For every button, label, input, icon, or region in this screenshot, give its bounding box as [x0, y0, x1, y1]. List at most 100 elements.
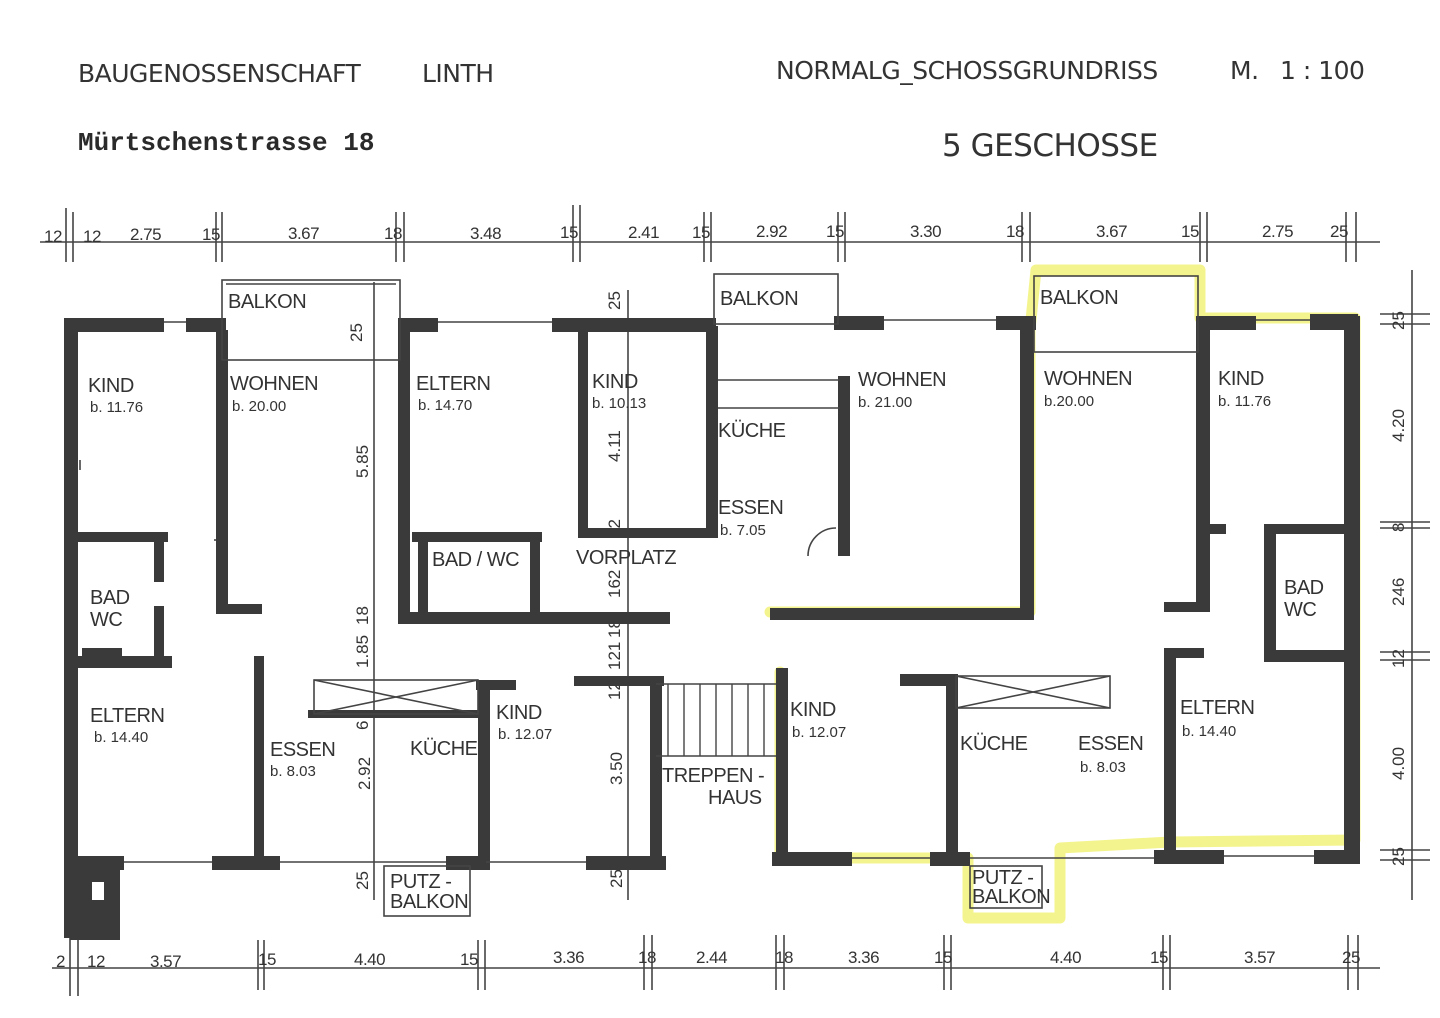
top-dim-7: 3.48: [470, 224, 501, 243]
bottom-dim-16: 25: [1342, 948, 1360, 967]
room-treppenhaus-2: HAUS: [708, 787, 762, 809]
right-dim-7: 25: [1389, 847, 1408, 866]
bottom-dim-14: 15: [1150, 948, 1168, 967]
top-dim-10: 15: [692, 223, 710, 242]
room-essen-mid: ESSEN: [718, 497, 783, 519]
top-dim-15: 3.67: [1096, 222, 1127, 241]
top-dim-8: 15: [560, 223, 578, 242]
inner-dim-11: 162: [605, 570, 624, 598]
bottom-dim-13: 4.40: [1050, 948, 1081, 967]
room-balkon-left: BALKON: [228, 291, 306, 313]
room-kind-left-area: b. 11.76: [90, 399, 143, 416]
room-eltern-mid: ELTERN: [416, 373, 490, 395]
bottom-dim-15: 3.57: [1244, 948, 1275, 967]
room-kind-lower-right-area: b. 12.07: [792, 724, 846, 741]
room-balkon-right: BALKON: [1040, 287, 1118, 309]
room-essen-left: ESSEN: [270, 739, 335, 761]
top-dim-17: 2.75: [1262, 222, 1293, 241]
inner-dim-6: 2.92: [355, 757, 374, 790]
top-dim-12: 15: [826, 222, 844, 241]
inner-dim-15: 3.50: [607, 752, 626, 785]
room-kind-right: KIND: [1218, 368, 1264, 390]
room-wohnen-right-area: b.20.00: [1044, 393, 1094, 410]
inner-dimensions: 25 5.85 18 1.85 6 2.92 25 25 4.11 12 162…: [347, 282, 629, 900]
right-dim-1: 25: [1389, 311, 1408, 330]
bottom-dim-11: 3.36: [848, 948, 879, 967]
bottom-dim-3: 3.57: [150, 952, 181, 971]
room-eltern-left-area: b. 14.40: [94, 729, 148, 746]
thin-lines: [79, 273, 1314, 917]
room-kind-right-area: b. 11.76: [1218, 393, 1271, 410]
scale-label: M.: [1230, 56, 1259, 85]
room-kind-mid-area: b. 10.13: [592, 395, 646, 412]
room-putzbalkon-right-2: BALKON: [972, 886, 1050, 908]
top-dim-3: 2.75: [130, 225, 161, 244]
client-name: BAUGENOSSENSCHAFT: [78, 59, 362, 88]
room-vorplatz: VORPLATZ: [576, 547, 676, 569]
bottom-dim-8: 18: [638, 948, 656, 967]
room-kind-left: KIND: [88, 375, 134, 397]
room-eltern-right: ELTERN: [1180, 697, 1254, 719]
bottom-dim-2: 12: [87, 952, 105, 971]
scale-value: 1 : 100: [1280, 56, 1364, 85]
inner-dim-13: 121: [605, 642, 624, 670]
right-dim-5: 12: [1389, 649, 1408, 668]
bottom-dim-7: 3.36: [553, 948, 584, 967]
room-putzbalkon-right: PUTZ -: [972, 867, 1033, 889]
title-block: BAUGENOSSENSCHAFT LINTH NORMALG_SCHOSSGR…: [78, 56, 1365, 164]
right-dimension-line: 25 4.20 8 246 12 4.00 25: [1380, 270, 1430, 900]
right-dim-4: 246: [1389, 578, 1408, 606]
room-kind-lower-mid: KIND: [496, 702, 542, 724]
client-place: LINTH: [422, 59, 494, 88]
room-wohnen-left: WOHNEN: [230, 373, 318, 395]
top-dim-9: 2.41: [628, 223, 659, 242]
room-wohnen-left-area: b. 20.00: [232, 398, 286, 415]
drawing-title: NORMALG_SCHOSSGRUNDRISS: [776, 56, 1158, 85]
floor-count: 5 GESCHOSSE: [942, 128, 1158, 164]
room-wohnen-right: WOHNEN: [1044, 368, 1132, 390]
room-putzbalkon-left: PUTZ -: [390, 871, 451, 893]
top-dim-13: 3.30: [910, 222, 941, 241]
bottom-dim-10: 18: [775, 948, 793, 967]
top-dim-1: 12: [44, 227, 62, 246]
top-dim-4: 15: [202, 225, 220, 244]
top-dim-11: 2.92: [756, 222, 787, 241]
bottom-dim-4: 15: [258, 950, 276, 969]
room-bad-wc-mid: BAD / WC: [432, 549, 519, 571]
inner-dim-16: 25: [607, 869, 626, 888]
room-putzbalkon-left-2: BALKON: [390, 891, 468, 913]
room-wohnen-mid-area: b. 21.00: [858, 394, 912, 411]
top-dim-16: 15: [1181, 222, 1199, 241]
right-dim-3: 8: [1389, 523, 1408, 532]
room-bad-right: BAD: [1284, 577, 1324, 599]
bottom-dim-12: 15: [934, 948, 952, 967]
right-dim-6: 4.00: [1389, 747, 1408, 780]
room-kind-mid: KIND: [592, 371, 638, 393]
inner-dim-2: 5.85: [353, 445, 372, 478]
room-kind-lower-mid-area: b. 12.07: [498, 726, 552, 743]
top-dimension-line: 12 12 2.75 15 3.67 18 3.48 15 2.41 15 2.…: [40, 205, 1380, 262]
bottom-dim-9: 2.44: [696, 948, 727, 967]
room-labels: BALKON KIND b. 11.76 WOHNEN b. 20.00 ELT…: [88, 287, 1324, 913]
room-wc-left: WC: [90, 609, 122, 631]
address: Mürtschenstrasse 18: [78, 128, 374, 158]
top-dim-14: 18: [1006, 222, 1024, 241]
inner-dim-3: 18: [353, 606, 372, 625]
bottom-dim-1: 2: [56, 952, 65, 971]
room-bad-left: BAD: [90, 587, 130, 609]
inner-dim-8: 25: [605, 291, 624, 310]
room-eltern-mid-area: b. 14.70: [418, 397, 472, 414]
room-essen-right: ESSEN: [1078, 733, 1143, 755]
top-dim-2: 12: [83, 227, 101, 246]
inner-dim-7: 25: [353, 871, 372, 890]
room-wc-right: WC: [1284, 599, 1316, 621]
walls: [64, 314, 1360, 940]
bottom-dimension-line: 2 12 3.57 15 4.40 15 3.36 18 2.44 18 3.3…: [52, 935, 1380, 996]
bottom-dim-5: 4.40: [354, 950, 385, 969]
room-kueche-mid: KÜCHE: [718, 420, 786, 442]
room-kueche-left: KÜCHE: [410, 738, 478, 760]
room-kind-lower-right: KIND: [790, 699, 836, 721]
room-treppenhaus: TREPPEN -: [662, 765, 764, 787]
right-dim-2: 4.20: [1389, 409, 1408, 442]
